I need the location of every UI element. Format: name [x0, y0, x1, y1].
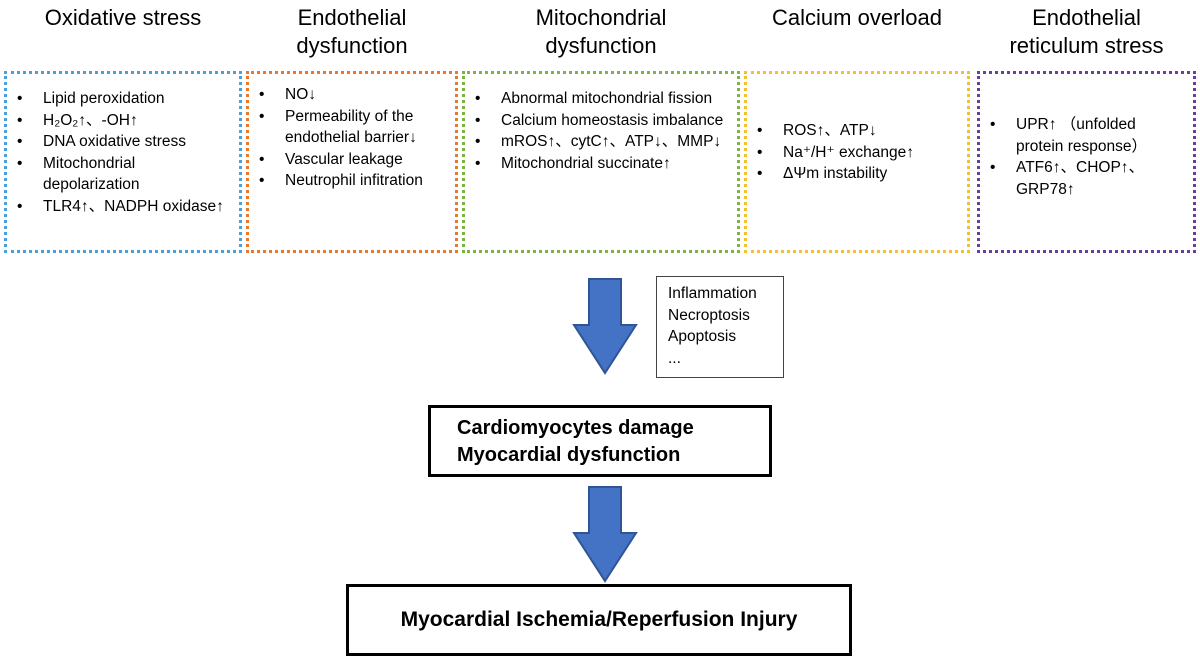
arrow-shape: [572, 486, 638, 583]
cardiomyocytes-damage-box: Cardiomyocytes damage Myocardial dysfunc…: [428, 405, 772, 477]
column-title: Mitochondrial dysfunction: [535, 5, 667, 58]
list-item: Vascular leakage: [259, 149, 449, 171]
column-title: Endothelial dysfunction: [296, 5, 408, 58]
list-item: H₂O₂↑、-OH↑: [17, 110, 233, 132]
final-outcome-box: Myocardial Ischemia/Reperfusion Injury: [346, 584, 852, 656]
list-item: ATF6↑、CHOP↑、GRP78↑: [990, 157, 1187, 200]
list-item: TLR4↑、NADPH oxidase↑: [17, 196, 233, 218]
box-mitochondrial-dysfunction: Abnormal mitochondrial fission Calcium h…: [462, 71, 740, 253]
box-oxidative-stress: Lipid peroxidation H₂O₂↑、-OH↑ DNA oxidat…: [4, 71, 242, 253]
main-box-line: Myocardial dysfunction: [457, 444, 681, 466]
down-arrow-icon: [572, 278, 638, 375]
list-item: Mitochondrial succinate↑: [475, 153, 731, 175]
final-outcome-text: Myocardial Ischemia/Reperfusion Injury: [400, 608, 798, 631]
box-reticulum-stress: UPR↑ （unfolded protein response） ATF6↑、C…: [977, 71, 1196, 253]
list-item: DNA oxidative stress: [17, 131, 233, 153]
list-item: Abnormal mitochondrial fission: [475, 88, 731, 110]
list-item: UPR↑ （unfolded protein response）: [990, 114, 1187, 157]
list-item: Permeability of the endothelial barrier↓: [259, 106, 449, 149]
list-item: NO↓: [259, 84, 449, 106]
outcome-item: Inflammation: [668, 285, 757, 302]
list-item: Lipid peroxidation: [17, 88, 233, 110]
main-box-line: Cardiomyocytes damage: [457, 417, 694, 439]
box-calcium-overload: ROS↑、ATP↓ Na⁺/H⁺ exchange↑ ΔΨm instabili…: [744, 71, 970, 253]
column-title: Calcium overload: [772, 5, 942, 30]
box-endothelial-dysfunction: NO↓ Permeability of the endothelial barr…: [246, 71, 458, 253]
list-item: ROS↑、ATP↓: [757, 120, 961, 142]
arrow-shape: [572, 278, 638, 375]
outcome-item: Necroptosis: [668, 306, 750, 324]
list-item: Calcium homeostasis imbalance: [475, 110, 731, 132]
column-title: Endothelial reticulum stress: [1009, 5, 1164, 58]
outcome-item: ...: [668, 349, 681, 367]
column-title: Oxidative stress: [44, 5, 202, 30]
outcome-list-box: Inflammation Necroptosis Apoptosis ...: [656, 276, 784, 378]
list-item: ΔΨm instability: [757, 163, 961, 185]
list-item: Na⁺/H⁺ exchange↑: [757, 142, 961, 164]
down-arrow-icon: [572, 486, 638, 583]
list-item: Mitochondrial depolarization: [17, 153, 233, 196]
outcome-item: Apoptosis: [668, 328, 737, 345]
list-item: mROS↑、cytC↑、ATP↓、MMP↓: [475, 131, 731, 153]
list-item: Neutrophil infitration: [259, 170, 449, 192]
